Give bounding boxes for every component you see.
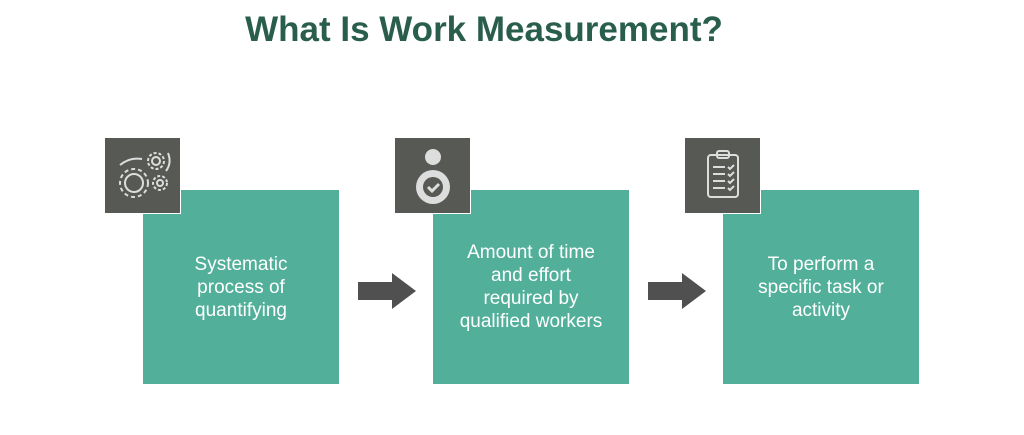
step-text: Amount of time and effort required by qu… [459,242,603,332]
step-box-1: Systematic process of quantifying [143,190,339,384]
arrow-right-icon [648,273,706,309]
worker-gear-check-icon [394,137,471,214]
step-text: Systematic process of quantifying [194,253,288,321]
step-text: To perform a specific task or activity [758,253,884,321]
arrow-right-icon [358,273,416,309]
clipboard-checklist-icon [684,137,761,214]
step-box-2: Amount of time and effort required by qu… [433,190,629,384]
gears-icon [104,137,181,214]
page-title: What Is Work Measurement? [245,10,723,49]
step-box-3: To perform a specific task or activity [723,190,919,384]
